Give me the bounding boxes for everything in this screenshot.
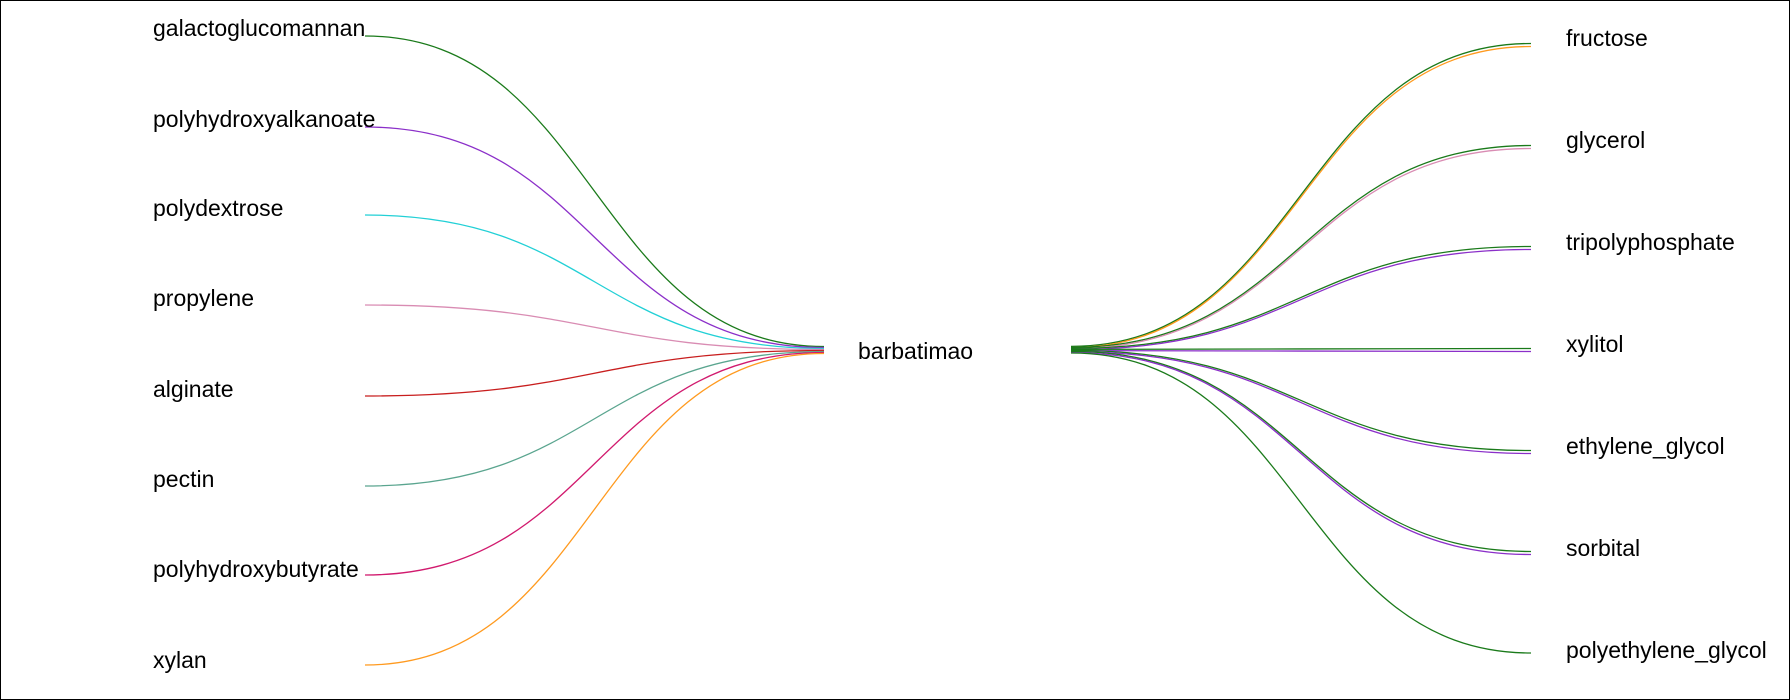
right-node-label: ethylene_glycol xyxy=(1566,433,1725,459)
right-node-label: polyethylene_glycol xyxy=(1566,637,1767,663)
right-node-label: sorbital xyxy=(1566,535,1640,561)
left-node-label: xylan xyxy=(153,647,207,673)
left-node-label: polyhydroxyalkanoate xyxy=(153,106,375,132)
left-node-label: pectin xyxy=(153,466,214,492)
edge-right-3-1 xyxy=(1070,245,1532,350)
edge-right-5-1 xyxy=(1070,349,1532,452)
right-node-label: tripolyphosphate xyxy=(1566,229,1735,255)
edge-right-6-1 xyxy=(1070,350,1532,553)
edge-right-6-2 xyxy=(1070,351,1532,556)
edge-right-4-2 xyxy=(1070,349,1532,353)
edge-left-6 xyxy=(364,350,825,487)
edge-right-2-2 xyxy=(1070,147,1532,350)
edge-right-1-2 xyxy=(1070,45,1532,349)
left-node-label: polyhydroxybutyrate xyxy=(153,556,359,582)
edge-left-7 xyxy=(364,351,825,576)
labels: barbatimao galactoglucomannan polyhydroxy… xyxy=(153,15,1767,673)
edge-right-5-2 xyxy=(1070,350,1532,455)
left-node-label: polydextrose xyxy=(153,195,283,221)
edges xyxy=(364,35,1532,666)
edge-left-2 xyxy=(364,126,825,349)
right-node-label: fructose xyxy=(1566,25,1648,51)
left-node-label: propylene xyxy=(153,285,254,311)
edge-left-4 xyxy=(364,304,825,351)
right-node-label: glycerol xyxy=(1566,127,1645,153)
edge-left-1 xyxy=(364,35,825,348)
edge-right-2-1 xyxy=(1070,144,1532,349)
edge-right-4-1 xyxy=(1070,347,1532,351)
left-node-label: galactoglucomannan xyxy=(153,15,365,41)
edge-right-1-1 xyxy=(1070,42,1532,348)
right-node-label: xylitol xyxy=(1566,331,1624,357)
edge-left-8 xyxy=(364,352,825,666)
edge-left-3 xyxy=(364,214,825,350)
edge-left-5 xyxy=(364,349,825,397)
edge-right-3-2 xyxy=(1070,248,1532,351)
edge-right-7-1 xyxy=(1070,352,1532,654)
center-node-label: barbatimao xyxy=(858,338,973,364)
left-node-label: alginate xyxy=(153,376,234,402)
